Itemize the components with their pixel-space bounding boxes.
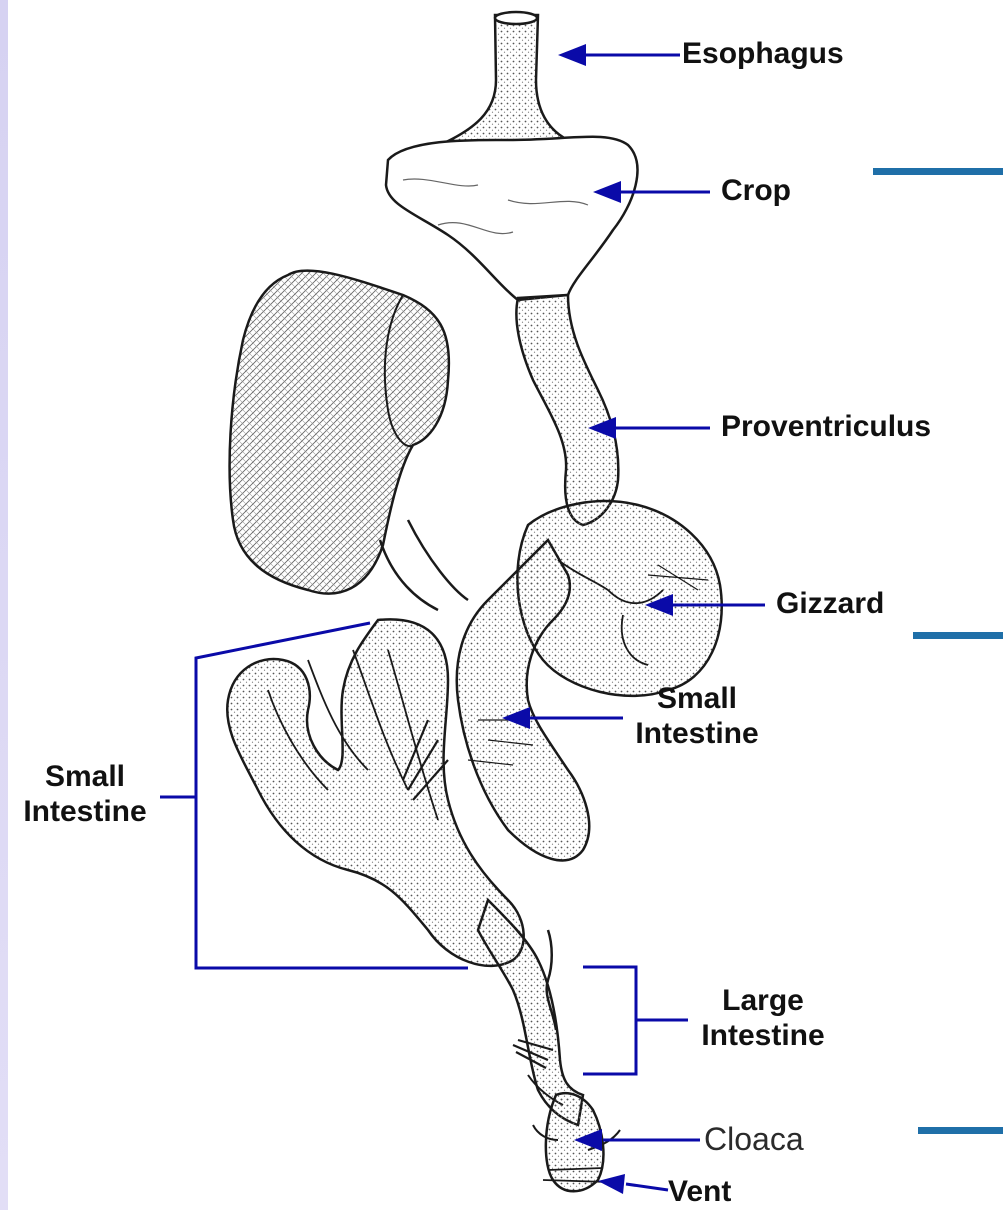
small-intestine-loop-right [457, 540, 589, 860]
accent-bar-middle [913, 632, 1003, 639]
label-cloaca: Cloaca [704, 1121, 804, 1158]
label-esophagus: Esophagus [682, 37, 844, 72]
label-vent: Vent [668, 1175, 731, 1210]
label-large-intestine-line1: Large [688, 984, 838, 1019]
accent-bar-top [873, 168, 1003, 175]
accent-bar-bottom [918, 1127, 1003, 1134]
proventriculus-drawing [516, 295, 618, 525]
label-large-intestine-line2: Intestine [688, 1019, 838, 1054]
arrow-vent [626, 1184, 668, 1190]
label-small-intestine-left-line2: Intestine [10, 795, 160, 830]
diagram-panel: Esophagus Crop Proventriculus Gizzard Sm… [8, 0, 1003, 1210]
label-crop: Crop [721, 174, 791, 209]
large-intestine-drawing [478, 900, 583, 1125]
large-intestine-bracket [583, 967, 636, 1074]
label-small-intestine-right: Small Intestine [632, 682, 762, 751]
label-small-intestine-left-line1: Small [10, 760, 160, 795]
label-proventriculus: Proventriculus [721, 410, 931, 445]
bile-duct [380, 540, 438, 610]
label-large-intestine: Large Intestine [688, 984, 838, 1053]
esophagus-drawing [428, 15, 568, 150]
liver-drawing [230, 271, 449, 594]
label-small-intestine-left: Small Intestine [10, 760, 160, 829]
label-small-intestine-right-line2: Intestine [632, 717, 762, 752]
label-small-intestine-right-line1: Small [632, 682, 762, 717]
crop-drawing [386, 137, 637, 300]
label-gizzard: Gizzard [776, 587, 884, 622]
